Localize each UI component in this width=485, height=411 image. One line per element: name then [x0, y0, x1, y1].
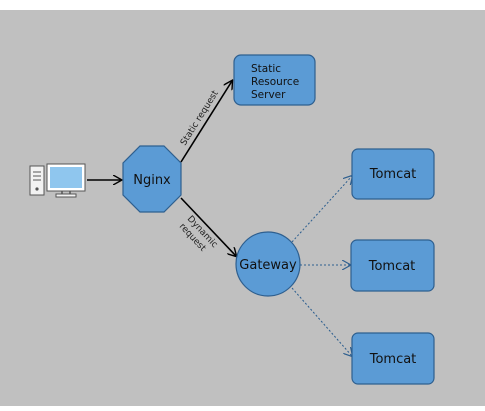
- edge-static-request: [180, 81, 232, 163]
- gateway-label: Gateway: [239, 258, 297, 273]
- tomcat-1-label: Tomcat: [369, 167, 417, 182]
- static-server-label-line-3: Server: [251, 89, 286, 101]
- static-server-label-line-2: Resource: [251, 76, 299, 88]
- static-resource-server-node: Static Resource Server: [233, 54, 316, 106]
- gateway-node: Gateway: [235, 231, 301, 297]
- edge-gateway-to-tomcat-3: [291, 287, 352, 356]
- edge-dynamic-request: [180, 197, 236, 256]
- tomcat-node-3: Tomcat: [351, 332, 435, 385]
- nginx-node: Nginx: [122, 145, 182, 213]
- tomcat-node-2: Tomcat: [350, 239, 435, 292]
- tomcat-2-label: Tomcat: [368, 259, 416, 274]
- tomcat-node-1: Tomcat: [351, 148, 435, 200]
- static-server-label-line-1: Static: [251, 63, 281, 75]
- nginx-label: Nginx: [133, 173, 171, 188]
- desktop-computer-icon: [29, 163, 86, 198]
- tomcat-3-label: Tomcat: [369, 352, 417, 367]
- edge-gateway-to-tomcat-1: [291, 176, 352, 243]
